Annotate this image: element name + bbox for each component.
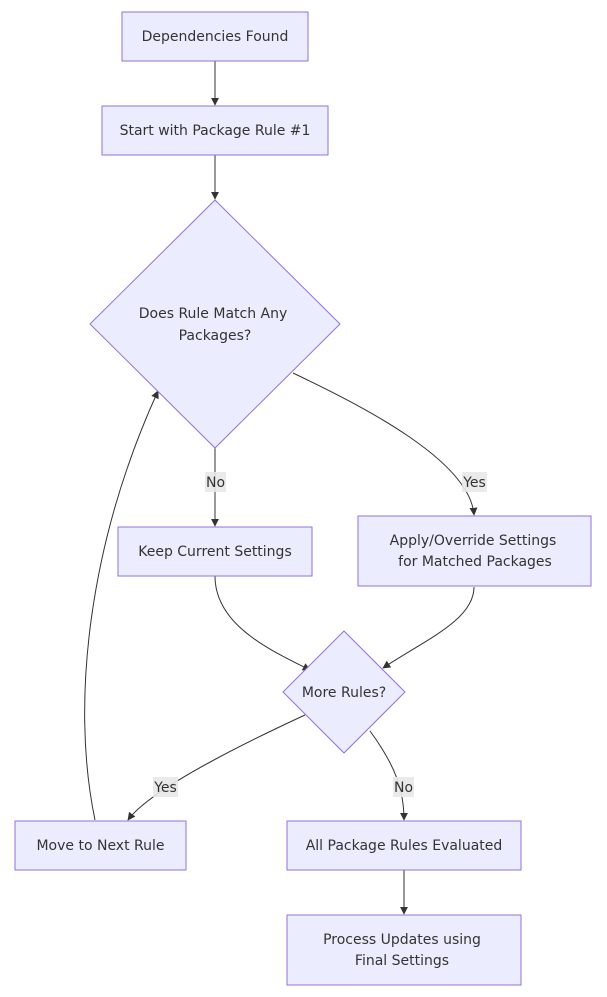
node-label-line1: Process Updates using [323, 932, 481, 948]
node-label-line2: for Matched Packages [398, 554, 552, 570]
node-label-line2: Final Settings [355, 953, 449, 969]
edge-rule-match-yes [292, 372, 478, 516]
node-process-updates: Process Updates using Final Settings [286, 914, 522, 986]
node-next-rule: Move to Next Rule [14, 820, 187, 871]
node-rule-match-decision: Does Rule Match Any Packages? [89, 199, 341, 449]
edge-next-rule-loop [84, 390, 159, 821]
edge-label-text: No [394, 780, 413, 796]
node-dependencies-found: Dependencies Found [121, 11, 309, 62]
node-label: Keep Current Settings [138, 544, 292, 560]
node-label: All Package Rules Evaluated [306, 838, 503, 854]
edge-label-text: Yes [462, 475, 486, 491]
edges [84, 61, 478, 915]
edge-more-rules-no [369, 730, 408, 821]
edge-label-more-no: No [393, 777, 414, 797]
edge-label-match-yes: Yes [462, 472, 487, 492]
node-more-rules-decision: More Rules? [282, 630, 406, 754]
edge-apply-to-more-rules [382, 586, 475, 669]
edge-label-text: No [206, 475, 225, 491]
node-label: Move to Next Rule [36, 838, 164, 854]
edge-keep-to-more-rules [214, 575, 311, 671]
edge-label-match-no: No [205, 472, 226, 492]
nodes: Dependencies Found Start with Package Ru… [14, 11, 592, 986]
edge-more-rules-yes [127, 714, 306, 821]
edge-labels: No Yes Yes No [153, 472, 487, 797]
node-label-line1: Does Rule Match Any [139, 306, 288, 322]
node-label: Start with Package Rule #1 [120, 123, 311, 139]
node-apply-settings: Apply/Override Settings for Matched Pack… [357, 515, 592, 587]
node-label: More Rules? [302, 685, 386, 701]
node-label-line1: Apply/Override Settings [390, 533, 557, 549]
node-label-line2: Packages? [179, 328, 252, 344]
node-keep-settings: Keep Current Settings [117, 526, 313, 577]
edge-label-more-yes: Yes [153, 777, 178, 797]
node-label: Dependencies Found [142, 29, 289, 45]
edge-label-text: Yes [153, 780, 177, 796]
node-all-evaluated: All Package Rules Evaluated [286, 820, 522, 871]
node-start-rule: Start with Package Rule #1 [101, 105, 329, 156]
